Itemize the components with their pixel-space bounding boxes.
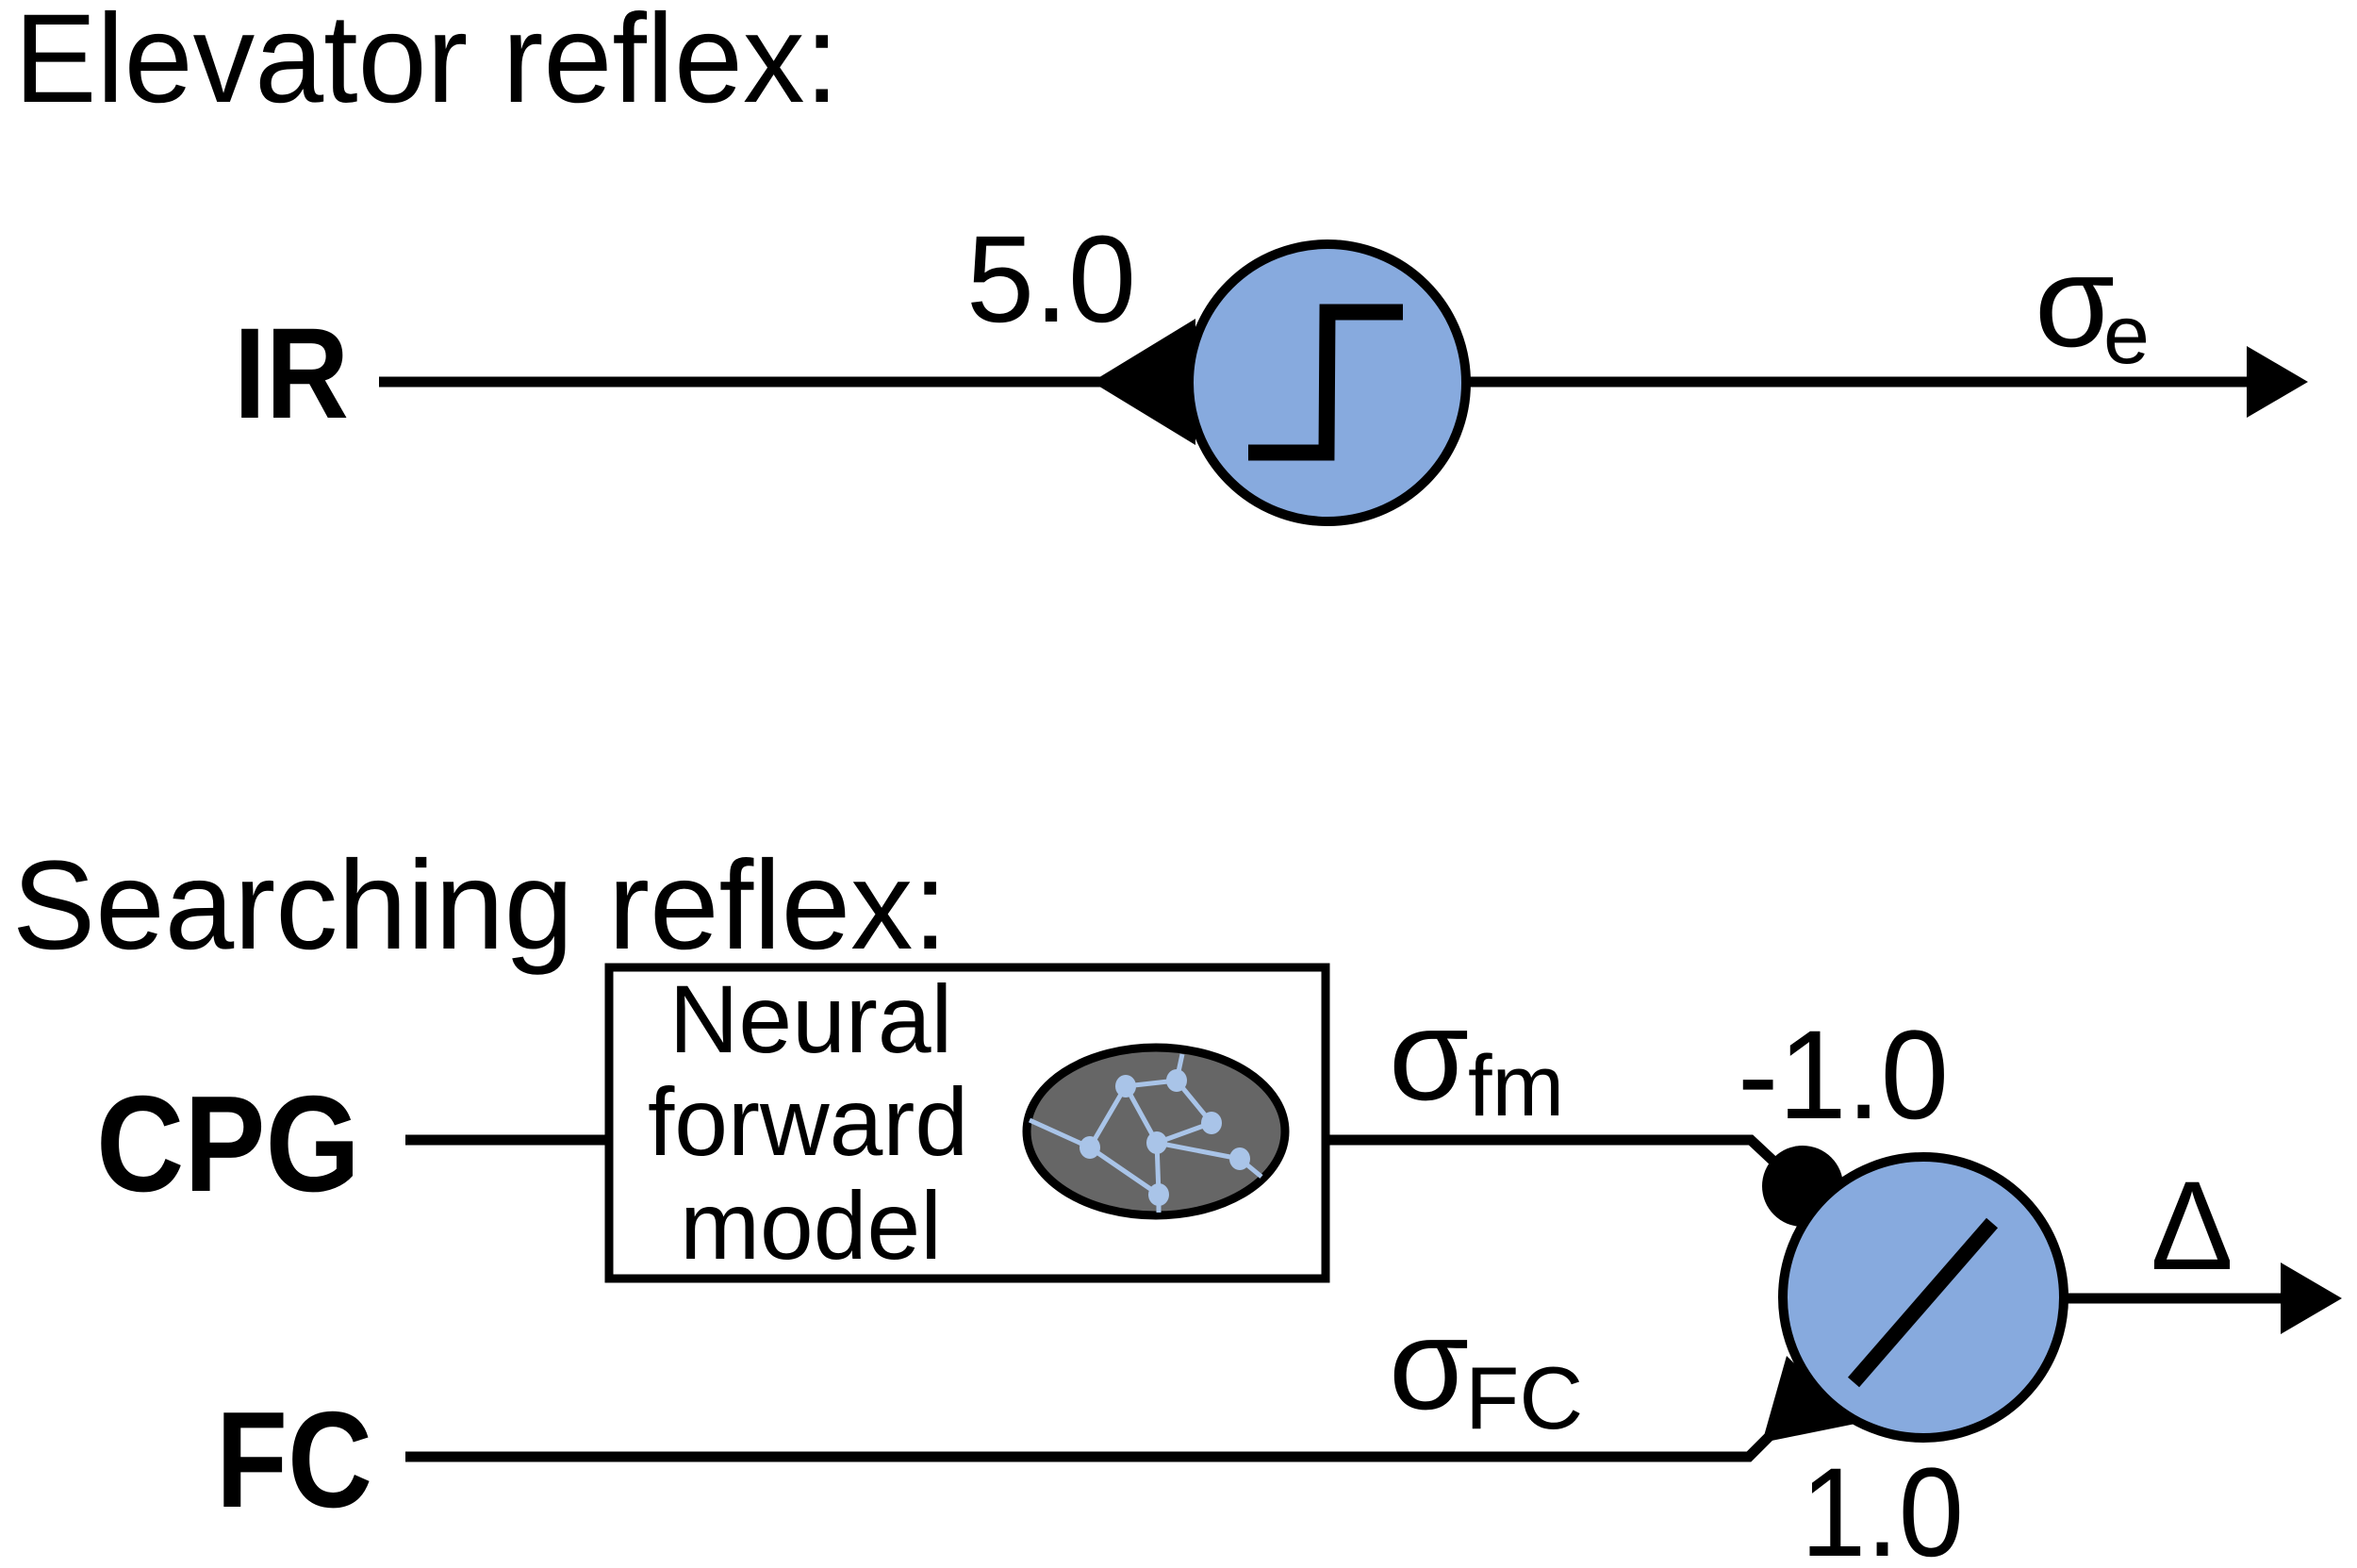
neural-network-icon [1022, 1043, 1290, 1220]
fc-input-label: FC [216, 1383, 372, 1536]
network-nodes [1080, 1069, 1250, 1206]
cpg-input-label: CPG [96, 1067, 360, 1220]
output-arrow-icon [2247, 346, 2308, 418]
delta-output-label: Δ [2151, 1156, 2233, 1296]
inhibitory-weight: -1.0 [1738, 1005, 1949, 1146]
forward-model-label-line-3: model [680, 1172, 942, 1279]
network-node [1166, 1069, 1187, 1092]
network-edge [1088, 1145, 1161, 1197]
sigma-e-symbol: σ [2035, 229, 2115, 374]
network-edge [1028, 1117, 1092, 1150]
elevator-reflex-title: Elevator reflex: [14, 0, 839, 129]
network-node [1080, 1136, 1100, 1159]
network-node [1201, 1112, 1222, 1134]
sigma-fm-subscript: fm [1468, 1038, 1564, 1134]
sigma-e-subscript: e [2103, 288, 2150, 381]
forward-model-box: Neural forward model [604, 963, 1330, 1283]
forward-model-label-line-1: Neural [669, 966, 952, 1073]
sigma-fc-subscript: FC [1465, 1348, 1583, 1447]
network-ellipse [1022, 1043, 1290, 1220]
excitatory-synapse-icon [1762, 1356, 1855, 1443]
output-arrow-icon [2281, 1263, 2342, 1334]
network-node [1115, 1075, 1136, 1098]
forward-model-label-line-2: forward [648, 1068, 968, 1176]
forward-model-output-wire [1326, 1134, 1784, 1172]
linear-function-icon [1847, 1217, 1999, 1388]
searching-reflex-section: Searching reflex: CPG Neural forward mod… [12, 835, 2342, 1568]
network-node [1146, 1131, 1167, 1154]
sigma-fm-symbol: σ [1389, 982, 1469, 1128]
network-node [1229, 1147, 1250, 1170]
elevator-synapse-weight: 5.0 [966, 209, 1136, 348]
searching-reflex-title: Searching reflex: [12, 835, 948, 976]
network-edge [1156, 1140, 1241, 1162]
elevator-reflex-section: Elevator reflex: IR 5.0 σ e [14, 0, 2308, 526]
excitatory-weight: 1.0 [1801, 1443, 1964, 1568]
step-function-icon [1248, 304, 1403, 461]
ir-input-label: IR [234, 302, 349, 446]
network-edge [1087, 1084, 1129, 1149]
excitatory-synapse-icon [1092, 319, 1195, 445]
network-node [1148, 1183, 1169, 1206]
sigma-fc-symbol: σ [1389, 1292, 1469, 1437]
